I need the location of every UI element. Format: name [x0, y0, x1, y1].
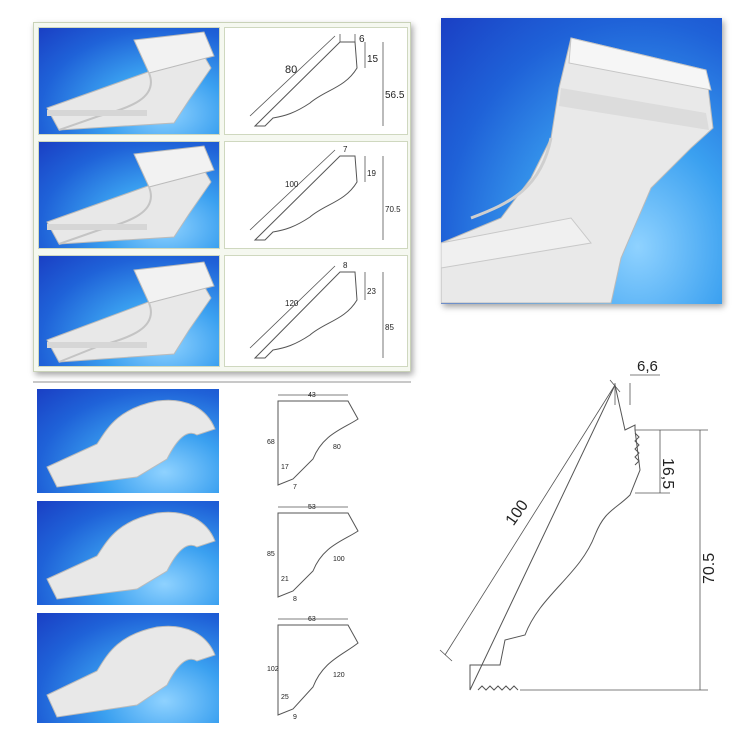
dim-label: 100	[285, 180, 299, 189]
dim-label: 6	[359, 34, 365, 45]
profile-drawing: 6 15 56.5 80	[249, 34, 405, 127]
dim-label: 53	[308, 504, 316, 511]
dim-label: 100	[333, 556, 345, 563]
dim-label: 85	[267, 551, 275, 558]
section-divider	[33, 381, 411, 383]
dim-label: 80	[333, 444, 341, 451]
dim-label: 25	[281, 694, 289, 701]
molding-render-3	[38, 255, 220, 367]
dim-label: 8	[293, 596, 297, 603]
dim-label: 120	[285, 299, 299, 308]
large-technical-drawing: 6,6 16,5 70.5 100	[430, 345, 730, 705]
dim-label: 85	[385, 323, 394, 332]
bottom-left-panel: 43 68 17 7 80 53 85 21 8 100 63 102 25 9…	[33, 385, 411, 730]
molding-render-2	[38, 141, 220, 249]
profile-drawing: 6,6 16,5 70.5 100	[439, 358, 718, 691]
molding-drawing-3: 8 23 85 120	[224, 255, 408, 367]
dim-label: 21	[281, 576, 289, 583]
molding-3d-image	[46, 261, 215, 363]
molding-render-5	[37, 501, 219, 605]
dim-label: 63	[308, 616, 316, 623]
dim-label: 43	[308, 392, 316, 399]
large-molding-render	[441, 18, 722, 304]
dim-label: 7	[343, 145, 348, 154]
top-left-panel: 6 15 56.5 80 7 19 70.5 100	[33, 22, 411, 372]
dim-label-mid: 16,5	[659, 458, 676, 489]
profile-drawing-5: 53 85 21 8 100	[267, 504, 359, 603]
dim-label: 56.5	[385, 90, 405, 101]
profile-drawing: 8 23 85 120	[249, 261, 394, 359]
dim-label: 80	[285, 64, 297, 76]
dim-label: 19	[367, 169, 376, 178]
molding-3d-image	[46, 145, 215, 245]
dim-label: 120	[333, 672, 345, 679]
dim-label: 17	[281, 464, 289, 471]
molding-3d-image	[46, 511, 216, 600]
dim-label: 102	[267, 666, 279, 673]
molding-3d-image	[46, 625, 216, 718]
molding-drawing-2: 7 19 70.5 100	[224, 141, 408, 249]
molding-render-4	[37, 389, 219, 493]
dim-label-height: 70.5	[701, 553, 718, 584]
profile-drawing-4: 43 68 17 7 80	[267, 392, 359, 491]
dim-label: 8	[343, 261, 348, 270]
dim-label: 7	[293, 484, 297, 491]
dim-label: 9	[293, 714, 297, 721]
dim-label: 23	[367, 287, 376, 296]
dim-label-top: 6,6	[637, 358, 658, 375]
molding-render-6	[37, 613, 219, 723]
profile-drawing: 7 19 70.5 100	[249, 145, 401, 241]
profile-drawing-6: 63 102 25 9 120	[267, 616, 359, 721]
dim-label: 68	[267, 439, 275, 446]
dim-label: 70.5	[385, 205, 401, 214]
molding-3d-image	[441, 37, 714, 304]
molding-drawing-1: 6 15 56.5 80	[224, 27, 408, 135]
molding-render-1	[38, 27, 220, 135]
molding-3d-image	[46, 399, 216, 488]
molding-3d-image	[46, 31, 215, 131]
dim-label: 15	[367, 54, 379, 65]
